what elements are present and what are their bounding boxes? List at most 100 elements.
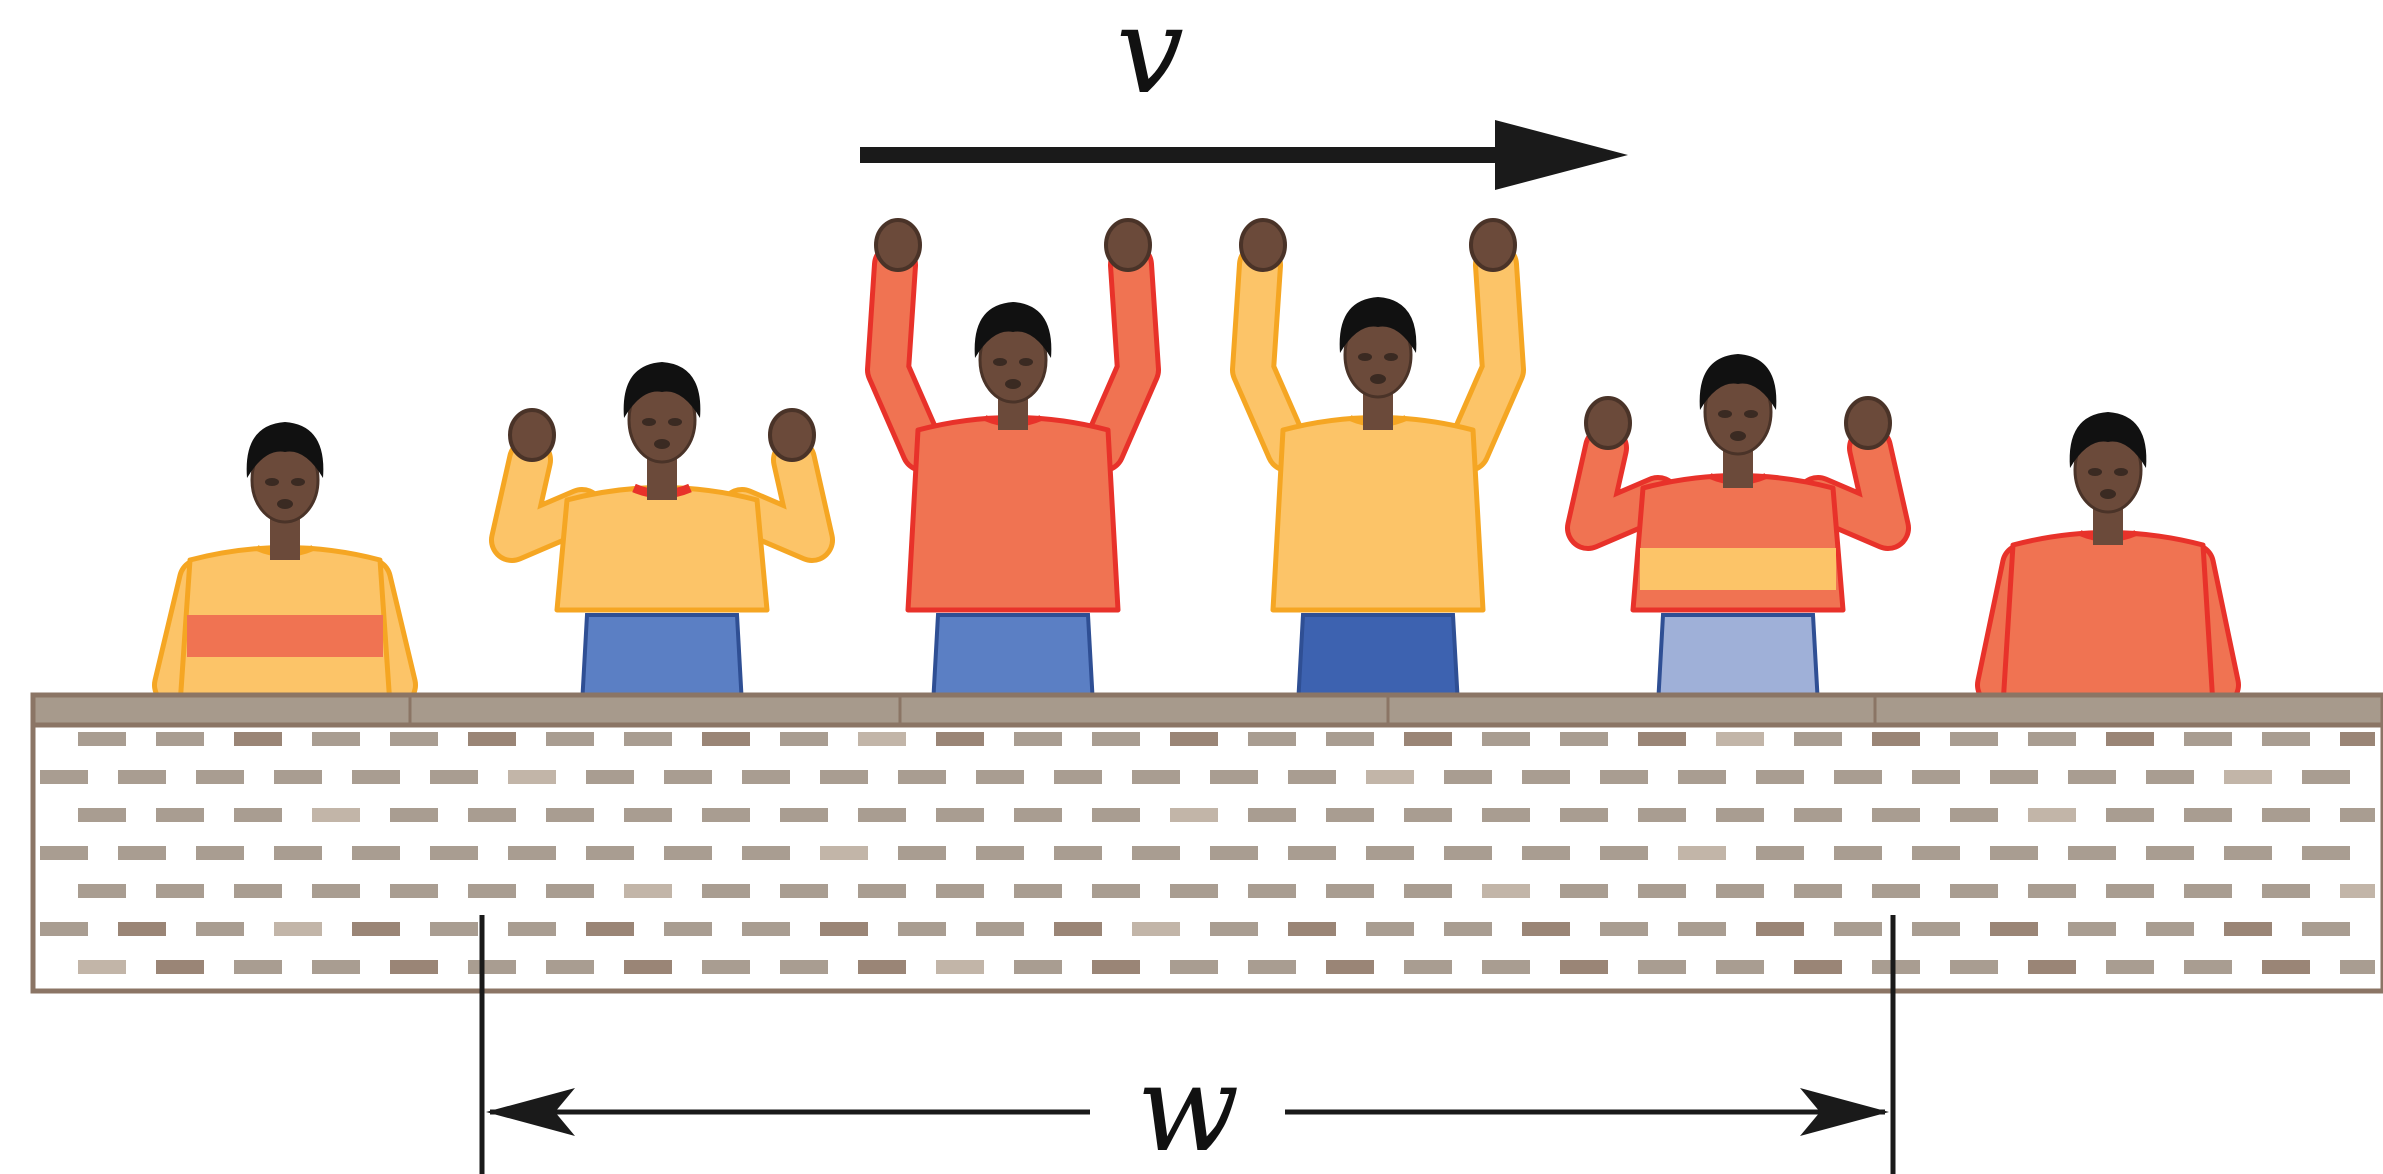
- brick: [312, 960, 360, 974]
- brick: [976, 770, 1024, 784]
- width-label: w: [1137, 1040, 1240, 1174]
- brick: [2262, 808, 2310, 822]
- brick-wall: [30, 692, 2383, 994]
- brick: [1054, 846, 1102, 860]
- brick: [430, 846, 478, 860]
- brick: [1716, 884, 1764, 898]
- brick: [976, 846, 1024, 860]
- brick: [936, 960, 984, 974]
- brick: [78, 960, 126, 974]
- brick: [1872, 884, 1920, 898]
- brick: [2262, 960, 2310, 974]
- brick: [702, 884, 750, 898]
- wall-bricks: [40, 697, 2375, 974]
- brick: [196, 770, 244, 784]
- brick: [858, 732, 906, 746]
- brick: [586, 922, 634, 936]
- fist: [1104, 218, 1152, 272]
- brick: [468, 960, 516, 974]
- brick: [1834, 922, 1882, 936]
- brick: [898, 770, 946, 784]
- brick: [508, 846, 556, 860]
- brick: [1716, 732, 1764, 746]
- brick: [586, 846, 634, 860]
- brick: [1404, 808, 1452, 822]
- brick: [624, 808, 672, 822]
- brick: [1170, 732, 1218, 746]
- brick: [234, 732, 282, 746]
- brick: [858, 808, 906, 822]
- brick: [1678, 846, 1726, 860]
- brick: [2028, 732, 2076, 746]
- mouth: [1730, 431, 1746, 441]
- brick: [312, 732, 360, 746]
- brick: [1170, 808, 1218, 822]
- brick: [820, 770, 868, 784]
- brick: [702, 808, 750, 822]
- shirt-stripe: [1640, 548, 1836, 590]
- brick: [1366, 846, 1414, 860]
- brick: [742, 922, 790, 936]
- brick: [468, 884, 516, 898]
- fist: [1469, 218, 1517, 272]
- brick: [742, 770, 790, 784]
- arm-fill: [494, 442, 600, 558]
- brick: [2068, 846, 2116, 860]
- brick: [1482, 808, 1530, 822]
- width-dimension: [479, 915, 1896, 1174]
- brick: [1950, 884, 1998, 898]
- brick: [196, 846, 244, 860]
- pants: [579, 613, 745, 707]
- brick: [742, 846, 790, 860]
- brick: [2224, 922, 2272, 936]
- brick: [1794, 732, 1842, 746]
- brick: [1794, 960, 1842, 974]
- brick: [1600, 846, 1648, 860]
- brick: [2028, 960, 2076, 974]
- brick: [898, 922, 946, 936]
- brick: [624, 960, 672, 974]
- brick: [976, 922, 1024, 936]
- brick: [1600, 770, 1648, 784]
- mouth: [654, 439, 670, 449]
- brick: [780, 884, 828, 898]
- eye: [668, 418, 682, 426]
- brick: [1092, 732, 1140, 746]
- brick: [234, 808, 282, 822]
- brick: [1756, 770, 1804, 784]
- brick: [2340, 960, 2375, 974]
- brick: [2146, 846, 2194, 860]
- brick: [430, 922, 478, 936]
- brick: [234, 884, 282, 898]
- eye: [291, 478, 305, 486]
- eye: [2088, 468, 2102, 476]
- brick: [1756, 922, 1804, 936]
- brick: [2106, 808, 2154, 822]
- brick: [1288, 770, 1336, 784]
- brick: [1404, 732, 1452, 746]
- brick: [1834, 770, 1882, 784]
- brick: [2340, 884, 2375, 898]
- brick: [780, 808, 828, 822]
- brick: [1444, 846, 1492, 860]
- brick: [2224, 846, 2272, 860]
- brick: [40, 846, 88, 860]
- brick: [1482, 884, 1530, 898]
- brick: [1560, 960, 1608, 974]
- brick: [936, 884, 984, 898]
- person-4: [1230, 218, 1526, 707]
- eye: [993, 358, 1007, 366]
- brick: [1210, 846, 1258, 860]
- brick: [1990, 846, 2038, 860]
- brick: [78, 808, 126, 822]
- brick: [1522, 922, 1570, 936]
- brick: [2146, 922, 2194, 936]
- brick: [1912, 846, 1960, 860]
- hair: [246, 422, 324, 478]
- brick: [1014, 884, 1062, 898]
- brick: [546, 884, 594, 898]
- brick: [1404, 884, 1452, 898]
- brick: [390, 884, 438, 898]
- brick: [2106, 960, 2154, 974]
- brick: [1950, 732, 1998, 746]
